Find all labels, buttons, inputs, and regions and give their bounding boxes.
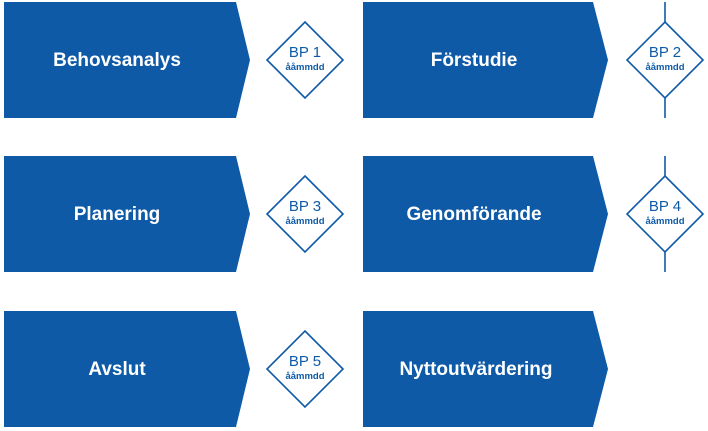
phase-behovsanalys: Behovsanalys: [4, 2, 250, 118]
phase-label: Avslut: [88, 359, 146, 380]
checkpoint-title: BP 2: [649, 44, 681, 61]
checkpoint-bp4: BP 4 ååmmdd: [625, 156, 705, 272]
checkpoint-bp2: BP 2 ååmmdd: [625, 2, 705, 118]
checkpoint-date: ååmmdd: [285, 371, 324, 382]
phase-arrow-shape: [4, 2, 250, 118]
phase-arrow-shape: [4, 156, 250, 272]
phase-forstudie: Förstudie: [363, 2, 608, 118]
checkpoint-title: BP 3: [289, 198, 321, 215]
phase-label: Genomförande: [406, 204, 541, 225]
phase-label: Förstudie: [431, 50, 518, 71]
checkpoint-diamond: [625, 174, 705, 254]
checkpoint-date: ååmmdd: [285, 216, 324, 227]
checkpoint-diamond: [265, 174, 345, 254]
checkpoint-date: ååmmdd: [285, 62, 324, 73]
checkpoint-diamond: [625, 20, 705, 100]
phase-label: Nyttoutvärdering: [399, 359, 552, 380]
phase-arrow-shape: [363, 156, 608, 272]
checkpoint-title: BP 1: [289, 44, 321, 61]
phase-label: Planering: [74, 204, 161, 225]
phase-planering: Planering: [4, 156, 250, 272]
phase-arrow-shape: [4, 311, 250, 427]
checkpoint-date: ååmmdd: [645, 62, 684, 73]
phase-nyttoutvardering: Nyttoutvärdering: [363, 311, 608, 427]
checkpoint-diamond: [265, 329, 345, 409]
phase-arrow-shape: [363, 311, 608, 427]
checkpoint-title: BP 5: [289, 353, 321, 370]
checkpoint-bp1: BP 1 ååmmdd: [265, 20, 345, 100]
phase-avslut: Avslut: [4, 311, 250, 427]
checkpoint-title: BP 4: [649, 198, 681, 215]
checkpoint-diamond: [265, 20, 345, 100]
checkpoint-bp3: BP 3 ååmmdd: [265, 174, 345, 254]
checkpoint-bp5: BP 5 ååmmdd: [265, 329, 345, 409]
phase-arrow-shape: [363, 2, 608, 118]
checkpoint-date: ååmmdd: [645, 216, 684, 227]
phase-label: Behovsanalys: [53, 50, 181, 71]
phase-genomforande: Genomförande: [363, 156, 608, 272]
